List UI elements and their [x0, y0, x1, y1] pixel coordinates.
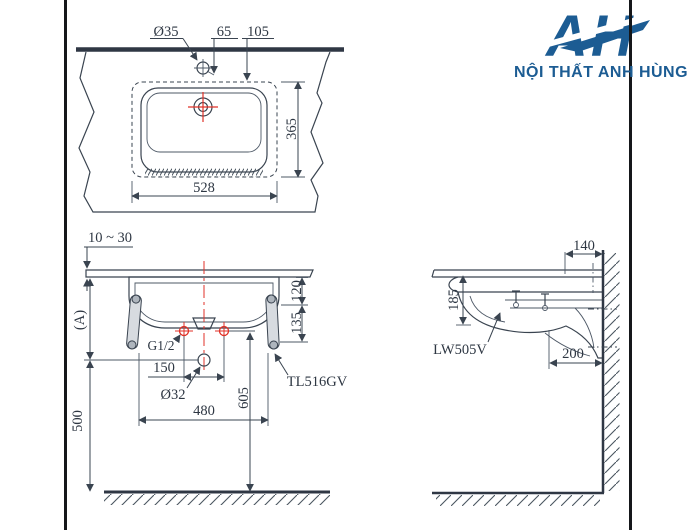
dim-supply-drop: 135 — [289, 312, 305, 334]
bracket-right — [265, 294, 280, 350]
side-view-dimensions: 140 185 200 LW505V — [433, 238, 603, 369]
dim-cutout-depth: 365 — [284, 118, 300, 140]
anchor-bolts — [512, 290, 549, 311]
dim-supply-thread: G1/2 — [148, 338, 175, 353]
floor-hatch-front — [104, 494, 330, 505]
dim-rim-drop: 120 — [289, 280, 305, 302]
basin-rim-top — [140, 87, 268, 173]
front-counter — [85, 269, 314, 278]
dim-cutout-offset: 105 — [247, 24, 269, 40]
front-view: 10 ~ 30 (A) 500 120 135 G1/2 150 Ø32 — [70, 230, 348, 505]
side-view: 140 185 200 LW505V — [431, 238, 620, 506]
dim-bracket-spacing: 480 — [193, 403, 215, 419]
cutout-dotted-rect — [137, 86, 273, 173]
wall-hatch — [604, 253, 620, 491]
top-view-dimensions: Ø35 65 105 365 528 — [131, 24, 305, 203]
side-basin-profile — [448, 276, 603, 359]
dim-supply-height: 605 — [236, 387, 252, 409]
logo-swoosh — [560, 20, 650, 52]
label-bracket-model: TL516GV — [287, 374, 348, 390]
faucet-hole — [194, 59, 215, 77]
bracket-left — [126, 294, 142, 350]
basin-inner-top — [146, 92, 262, 153]
front-view-dimensions: 10 ~ 30 (A) 500 120 135 G1/2 150 Ø32 — [70, 230, 348, 492]
logo-swoosh-cut — [534, 15, 644, 51]
side-counter — [431, 269, 603, 278]
dim-drain-height: 500 — [70, 410, 86, 432]
basin-front-hatch — [145, 168, 263, 177]
dim-wall-clearance: 140 — [573, 238, 595, 254]
dim-trap-clearance: 200 — [562, 346, 584, 362]
top-view: Ø35 65 105 365 528 — [76, 24, 344, 213]
brand-name: NỘI THẤT ANH HÙNG — [514, 62, 688, 81]
dim-faucet-offset: 65 — [217, 24, 232, 40]
floor-hatch-side — [436, 495, 600, 506]
dim-faucet-dia: Ø35 — [154, 24, 179, 40]
dim-counter-height: (A) — [72, 310, 88, 330]
label-basin-model: LW505V — [433, 342, 487, 358]
dim-supply-spacing: 150 — [153, 360, 175, 376]
drain-center-top — [188, 92, 218, 122]
cutout-dashed-rect — [131, 81, 278, 178]
top-view-counter-break-outline — [78, 51, 331, 213]
brand-logo: AH — [534, 4, 650, 69]
front-drain-overflow — [192, 317, 216, 330]
dim-cutout-width: 528 — [193, 180, 215, 196]
dim-drain-dia: Ø32 — [161, 387, 186, 403]
dim-front-drop: 185 — [446, 289, 462, 311]
dim-counter-thickness: 10 ~ 30 — [88, 230, 132, 246]
